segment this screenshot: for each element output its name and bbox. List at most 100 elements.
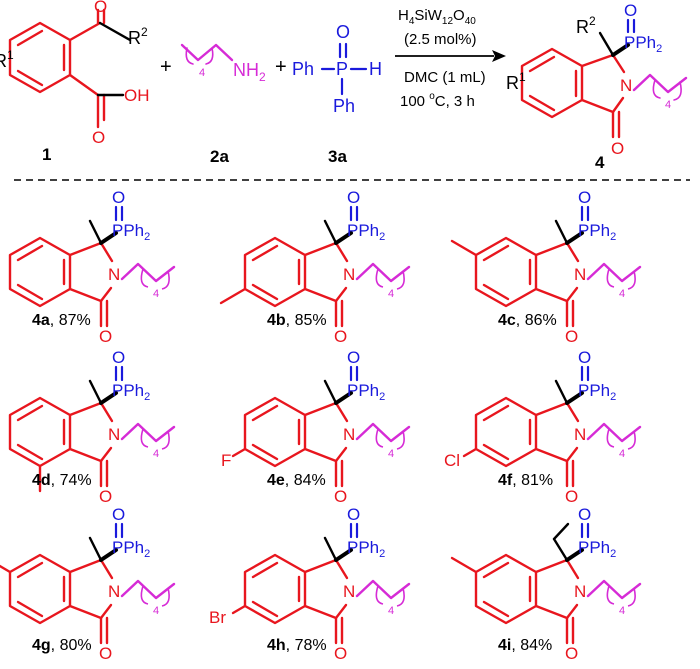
phosphoryl-oxygen: O (578, 348, 591, 367)
ring-bond (534, 604, 569, 620)
ring-bond (68, 604, 103, 620)
product-id: 4h (267, 637, 286, 654)
plus-sign-2: + (275, 56, 287, 78)
phosphoryl-oxygen: O (347, 348, 360, 367)
ring-bond (565, 446, 579, 463)
methyl-substituent (450, 239, 478, 257)
ring-bond (99, 558, 114, 580)
halogen-atom: Cl (444, 451, 460, 470)
ring-double-bond (251, 443, 279, 461)
product-4-r1: R (506, 73, 519, 93)
temperature-deg: o (429, 91, 435, 102)
compound-3a-label: 3a (328, 147, 347, 166)
ring-bond (303, 558, 338, 574)
chain-bracket (140, 428, 170, 450)
ring-double-bond (16, 404, 44, 422)
product-caption: 4a, 87% (32, 312, 91, 329)
ring-double-bond (16, 244, 44, 262)
phosphorus-bond (565, 231, 584, 245)
svg-text:R2: R2 (576, 14, 596, 37)
ring-bond (303, 604, 338, 620)
product-id: 4g (32, 637, 51, 654)
pph2-subscript: 2 (144, 231, 150, 243)
svg-text:R2: R2 (128, 25, 148, 48)
catalyst-part-h: H (398, 7, 409, 24)
ring-bond (534, 401, 569, 417)
svg-text:NH2: NH2 (233, 60, 266, 84)
product-yield: , 85% (286, 312, 327, 329)
ring-bond (303, 401, 338, 417)
svg-text:100 oC, 3 h: 100 oC, 3 h (400, 91, 475, 110)
ring-double-bond (251, 600, 279, 618)
compound-1-r2: R (128, 28, 141, 48)
product-yield: , 78% (286, 637, 327, 654)
carbonyl-oxygen: O (99, 487, 112, 506)
pph2-group: PPh2 (578, 381, 616, 403)
pph2-group: PPh2 (112, 538, 150, 560)
general-product-4: O PPh2 R2 R1 N O 4 4 (506, 1, 688, 172)
compound-3a: Ph P H O Ph 3a (292, 22, 382, 166)
ring-bond (68, 241, 103, 257)
ring-bond (99, 241, 114, 263)
nitrogen-atom: N (574, 425, 586, 444)
chain-repeat-count: 4 (153, 288, 159, 300)
methyl-bond (554, 219, 569, 245)
phosphorus-bond (99, 391, 118, 405)
product-id: 4c (498, 312, 516, 329)
ring-bond (565, 286, 579, 303)
product-caption: 4d, 74% (32, 472, 92, 489)
temperature-pre: 100 (400, 93, 429, 110)
hexyl-chain (586, 422, 642, 443)
ring-bond (99, 446, 113, 463)
pph2-group: PPh2 (347, 381, 385, 403)
product-id: 4i (498, 637, 511, 654)
chain-repeat-count: 4 (619, 448, 625, 460)
product-caption: 4c, 86% (498, 312, 557, 329)
compound-1-oh: OH (124, 86, 150, 105)
product-yield: , 81% (512, 472, 553, 489)
pph2-subscript: 2 (379, 548, 385, 560)
pph2-subscript: 2 (610, 391, 616, 403)
svg-text:R1: R1 (0, 48, 14, 71)
methyl-substituent (450, 556, 478, 574)
methyl-bond (88, 219, 103, 245)
catalyst-sub-40: 40 (465, 16, 477, 27)
catalyst-sub-12: 12 (442, 16, 454, 27)
halogen-bond (0, 564, 12, 574)
ring-double-bond (251, 283, 279, 301)
chain-repeat-count: 4 (619, 605, 625, 617)
chain-bracket (606, 585, 636, 607)
halogen-atom: Br (209, 608, 226, 627)
chain-repeat-count: 4 (153, 448, 159, 460)
carbonyl-oxygen: O (565, 327, 578, 346)
product-4-r1-sup: 1 (519, 70, 526, 84)
halogen-bond (462, 447, 478, 458)
chain-repeat-count: 4 (388, 448, 394, 460)
phosphorus-bond (565, 548, 584, 562)
chain-bracket (606, 428, 636, 450)
compound-3a-o: O (336, 22, 350, 42)
ring-double-bond (16, 561, 44, 579)
ring-bond (99, 401, 114, 423)
reaction-conditions: H4SiW12O40 (2.5 mol%) DMC (1 mL) 100 oC,… (395, 7, 506, 110)
chain-bracket (375, 428, 405, 450)
methyl-bond (323, 379, 338, 405)
carbonyl-oxygen: O (334, 327, 347, 346)
ring-bond (334, 241, 349, 263)
ring-bond (334, 286, 348, 303)
product-caption: 4i, 84% (498, 637, 552, 654)
carbonyl-oxygen: O (565, 487, 578, 506)
nitrogen-atom: N (108, 265, 120, 284)
product-caption: 4e, 84% (267, 472, 326, 489)
pph2-group: PPh2 (347, 221, 385, 243)
product-4-r2-sup: 2 (589, 14, 596, 28)
hexyl-chain (120, 262, 176, 283)
hexyl-chain (120, 579, 176, 600)
phosphorus-bond (99, 231, 118, 245)
ring-bond (334, 446, 348, 463)
ring-double-bond (482, 443, 510, 461)
ring-bond (303, 447, 338, 463)
